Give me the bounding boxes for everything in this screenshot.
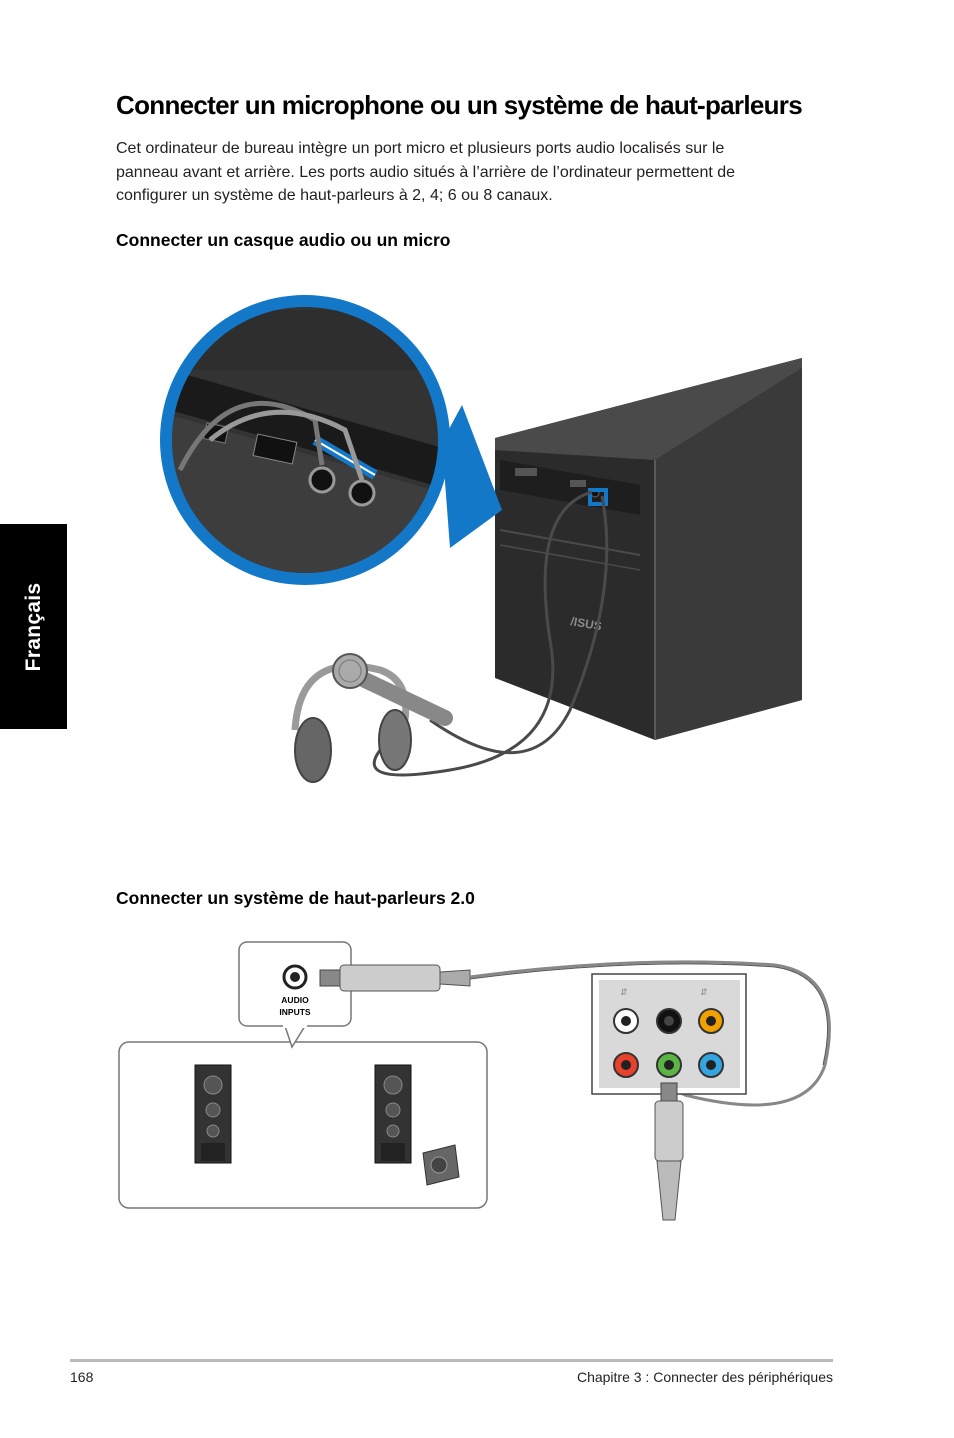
intro-paragraph: Cet ordinateur de bureau intègre un port… (116, 137, 816, 208)
section-heading-speakers: Connecter un système de haut-parleurs 2.… (116, 888, 475, 908)
zoom-callout (160, 295, 450, 585)
footer-divider (70, 1359, 833, 1362)
audio-label-line2: INPUTS (279, 1007, 311, 1017)
headphones (291, 662, 412, 783)
svg-text:⇵: ⇵ (620, 987, 628, 997)
audio-label-line1: AUDIO (281, 995, 309, 1005)
left-speaker (194, 1064, 232, 1164)
intro-line: configurer un système de haut-parleurs à… (116, 187, 553, 204)
right-speaker (374, 1064, 412, 1164)
rear-audio-panel: ⇵ ⇵ (591, 973, 747, 1095)
brand-mark: /ISUS (569, 614, 602, 633)
language-tab-label: Français (21, 582, 45, 671)
chapter-title: Chapitre 3 : Connecter des périphériques (576, 1369, 833, 1385)
headset-illustration: /ISUS (160, 295, 802, 783)
language-side-tab: Français (0, 524, 67, 729)
subwoofer (422, 1144, 460, 1186)
speakers-illustration: AUDIO INPUTS ⇵ (118, 941, 831, 1221)
page-number: 168 (70, 1369, 94, 1385)
svg-text:⇵: ⇵ (700, 987, 708, 997)
microphone (332, 653, 453, 726)
intro-line: panneau avant et arrière. Les ports audi… (116, 163, 736, 181)
page-title: Connecter un microphone ou un système de… (116, 90, 803, 120)
intro-line: Cet ordinateur de bureau intègre un port… (116, 140, 725, 157)
section-heading-headset: Connecter un casque audio ou un micro (116, 230, 451, 250)
pc-tower: /ISUS (495, 358, 802, 740)
